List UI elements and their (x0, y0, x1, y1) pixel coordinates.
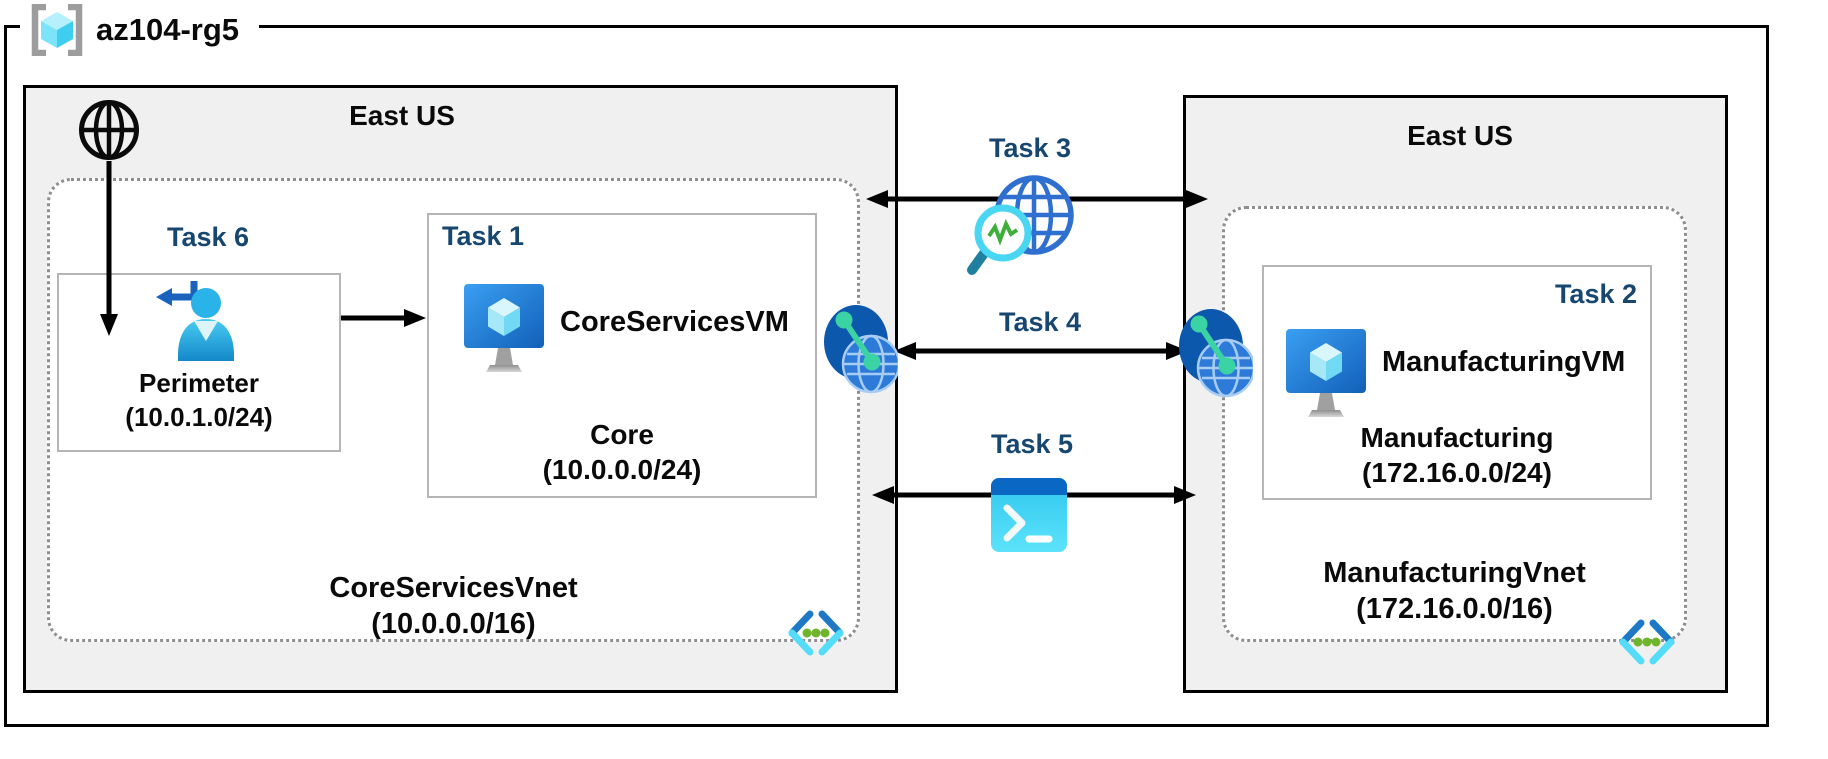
task6-label: Task 6 (166, 222, 250, 252)
coreservices-vnet-cidr: (10.0.0.0/16) (371, 608, 536, 640)
task3-label: Task 3 (988, 133, 1072, 163)
perimeter-subnet-name: Perimeter (139, 368, 259, 398)
resource-group-box (4, 25, 1769, 727)
core-subnet-name: Core (590, 419, 654, 450)
task2-label: Task 2 (1554, 279, 1637, 309)
virtual-machine-icon (464, 284, 544, 372)
core-subnet-box (427, 213, 817, 498)
resource-group-header: az104-rg5 (20, 1, 260, 59)
vnet-peering-icon (1179, 309, 1253, 398)
task4-label: Task 4 (998, 307, 1082, 337)
user-entry-icon (156, 281, 234, 361)
network-watcher-icon (967, 175, 1074, 275)
virtual-network-icon (1619, 619, 1675, 665)
virtual-network-icon (788, 610, 844, 656)
cloud-shell-icon (991, 478, 1067, 552)
resource-group-icon (31, 4, 83, 56)
perimeter-subnet-cidr: (10.0.1.0/24) (125, 402, 273, 432)
vnet-peering-icon (824, 305, 898, 394)
core-subnet-cidr: (10.0.0.0/24) (542, 454, 702, 485)
region-title-manufacturing: East US (1407, 120, 1513, 151)
virtual-machine-icon (1286, 329, 1366, 417)
resource-group-name: az104-rg5 (96, 12, 240, 47)
manufacturing-subnet-name: Manufacturing (1360, 422, 1554, 453)
manufacturing-vnet-cidr: (172.16.0.0/16) (1356, 593, 1553, 625)
region-title-core: East US (349, 100, 455, 131)
manufacturing-vm-name: ManufacturingVM (1382, 346, 1626, 378)
manufacturing-subnet-cidr: (172.16.0.0/24) (1362, 457, 1552, 488)
globe-icon (79, 100, 139, 160)
task1-label: Task 1 (442, 221, 525, 251)
task5-label: Task 5 (990, 429, 1074, 459)
core-vm-name: CoreServicesVM (560, 306, 789, 338)
manufacturing-vnet-name: ManufacturingVnet (1323, 557, 1586, 589)
coreservices-vnet-name: CoreServicesVnet (329, 572, 578, 604)
